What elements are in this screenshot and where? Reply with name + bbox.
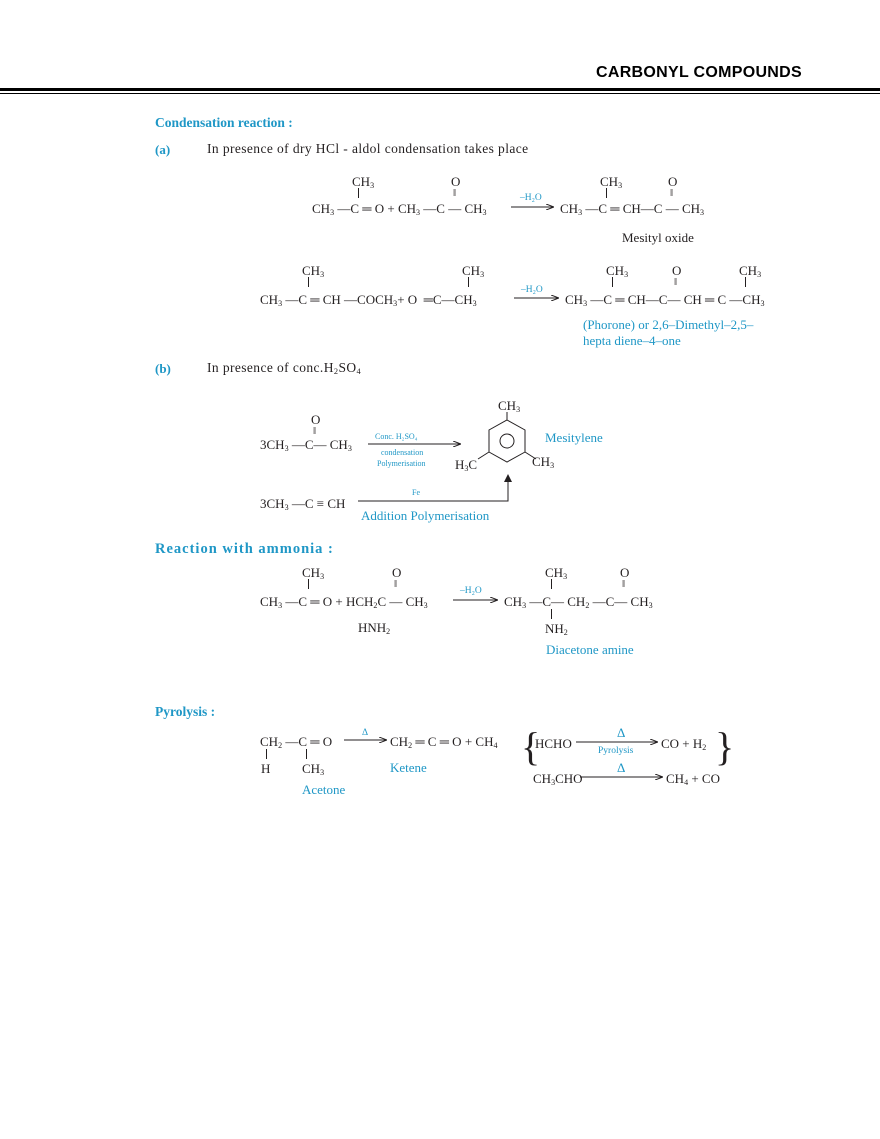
bond-line <box>551 609 552 619</box>
product-name-line1: (Phorone) or 2,6–Dimethyl–2,5– <box>583 317 754 332</box>
alt-route-label: Addition Polymerisation <box>361 508 490 523</box>
formula-fragment: O <box>451 174 461 189</box>
formula-fragment: ‖ <box>622 578 626 590</box>
bond-line <box>606 188 607 198</box>
formula-fragment: ‖ <box>453 187 457 199</box>
formula-fragment: CH3 <box>352 174 375 190</box>
product-name: Mesitylene <box>545 430 603 445</box>
formula-fragment: CH3 —C ═ CH—C — CH3 <box>560 201 705 217</box>
reactant-name: Acetone <box>302 782 346 797</box>
side-product-1: CO + H2 <box>661 736 707 752</box>
header-rule-thick <box>0 88 880 91</box>
formula-fragment: NH2 <box>545 621 568 637</box>
reagent-label-2: condensation <box>381 448 424 457</box>
side-label-pyrolysis: Pyrolysis <box>598 746 634 756</box>
delta-label: Δ <box>617 760 626 775</box>
formula-fragment: O <box>672 263 682 278</box>
formula-fragment: CH3 <box>302 263 325 279</box>
formula-fragment: 3CH3 —C ≡ CH <box>260 496 346 512</box>
formula-fragment: ‖ <box>313 425 317 437</box>
formula-fragment: H <box>261 761 271 776</box>
bond-line <box>612 277 613 287</box>
header-rule-thin <box>0 93 880 94</box>
brace-left: { <box>521 724 541 769</box>
bond-line <box>266 749 267 759</box>
formula-fragment: CH3 <box>462 263 485 279</box>
reagent-label: –H₂O <box>520 193 542 203</box>
formula-fragment: CH3 <box>739 263 762 279</box>
formula-fragment: O <box>620 565 630 580</box>
formula-fragment: 3CH3 —C— CH3 <box>260 437 352 453</box>
side-product-2: CH4 + CO <box>666 771 720 787</box>
reagent-label: –H₂O <box>521 285 543 295</box>
formula-fragment: CH3 —C ═ O + HCH2C — CH3 <box>260 594 428 610</box>
side-reactant-1: HCHO <box>535 736 572 751</box>
bond-line <box>358 188 359 198</box>
formula-fragment: HNH2 <box>358 620 391 636</box>
brace-right: } <box>715 724 735 769</box>
section-heading-condensation: Condensation reaction : <box>155 115 293 130</box>
formula-fragment: CH3 —C ═ O + CH3 —C — CH3 <box>312 201 487 217</box>
formula-fragment: CH2 ═ C ═ O + CH4 <box>390 734 498 750</box>
benzene-ring <box>477 412 537 463</box>
formula-fragment: CH3 <box>532 454 555 470</box>
formula-fragment: CH2 —C ═ O <box>260 734 333 750</box>
formula-fragment: ‖ <box>674 276 678 288</box>
text-a: In presence of dry HCl - aldol condensat… <box>207 141 529 156</box>
formula-fragment: CH3 —C ═ CH —COCH3+ O ═C—CH3 <box>260 292 477 308</box>
section-heading-ammonia: Reaction with ammonia : <box>155 541 334 557</box>
formula-fragment: ‖ <box>670 187 674 199</box>
formula-fragment: CH3 <box>498 398 521 414</box>
delta-label: Δ <box>617 725 626 740</box>
bond-line <box>468 277 469 287</box>
formula-fragment: CH3 —C ═ CH—C— CH ═ C —CH3 <box>565 292 765 308</box>
formula-fragment: CH3 <box>600 174 623 190</box>
bond-line <box>308 579 309 589</box>
label-b: (b) <box>155 361 171 376</box>
label-a: (a) <box>155 142 171 157</box>
formula-fragment: O <box>311 412 321 427</box>
arrow-4 <box>358 474 512 502</box>
bond-line <box>306 749 307 759</box>
formula-fragment: O <box>392 565 402 580</box>
reagent-label-fe: Fe <box>412 488 420 497</box>
bond-line <box>551 579 552 589</box>
bond-line <box>745 277 746 287</box>
formula-fragment: ‖ <box>394 578 398 590</box>
formula-fragment: H3C <box>455 457 478 473</box>
delta-label: Δ <box>362 728 369 738</box>
product-name: Diacetone amine <box>546 642 634 657</box>
formula-fragment: CH3 —C— CH2 —C— CH3 <box>504 594 653 610</box>
section-heading-pyrolysis: Pyrolysis : <box>155 704 216 719</box>
product-name-line2: hepta diene–4–one <box>583 333 681 348</box>
bond-line <box>308 277 309 287</box>
formula-fragment: CH3 <box>302 761 325 777</box>
reagent-label-1: Conc. H₂SO₄ <box>375 432 418 441</box>
page-header-title: CARBONYL COMPOUNDS <box>595 64 802 81</box>
reagent-label: –H₂O <box>460 586 482 596</box>
text-b: In presence of conc.H2SO4 <box>207 360 362 377</box>
side-reactant-2: CH3CHO <box>533 771 583 787</box>
product-name: Ketene <box>390 760 427 775</box>
reagent-label-3: Polymerisation <box>377 459 426 468</box>
product-name: Mesityl oxide <box>622 230 694 245</box>
formula-fragment: CH3 <box>606 263 629 279</box>
formula-fragment: CH3 <box>302 565 325 581</box>
formula-fragment: O <box>668 174 678 189</box>
formula-fragment: CH3 <box>545 565 568 581</box>
